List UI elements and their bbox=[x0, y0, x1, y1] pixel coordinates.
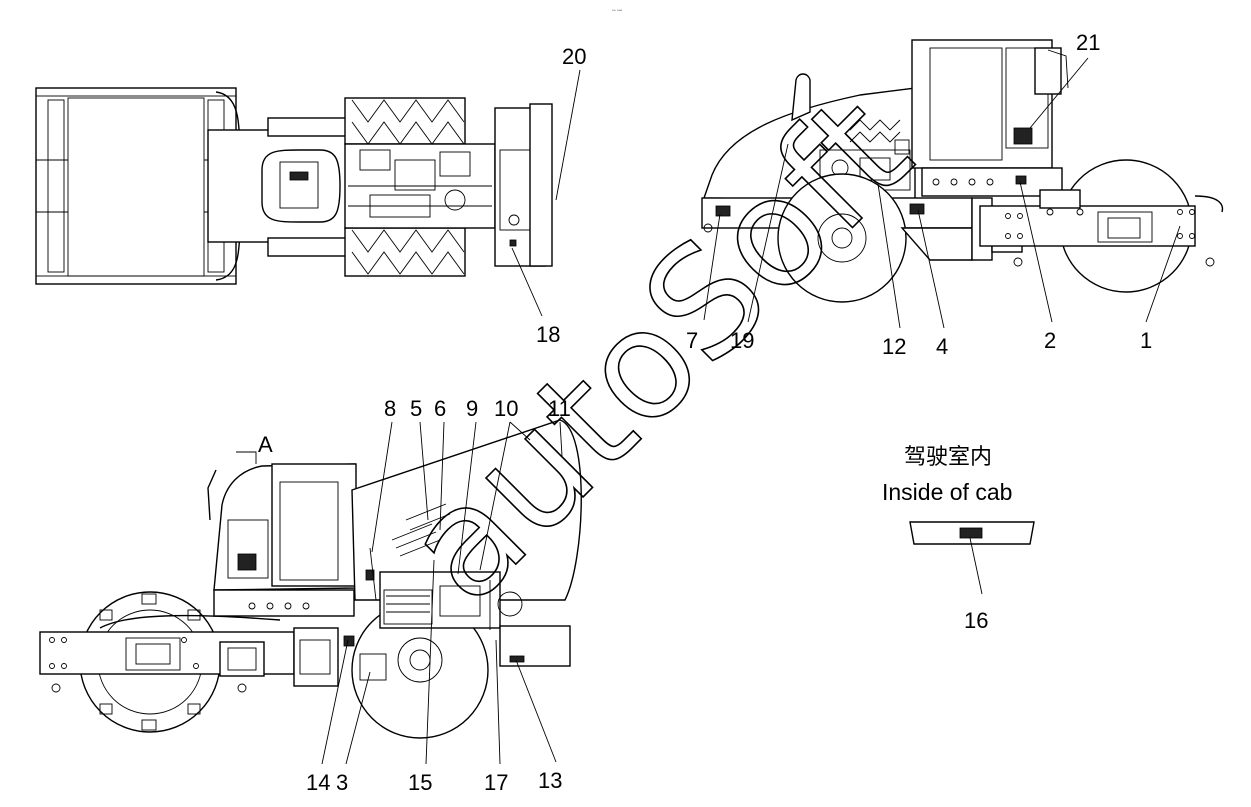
cab-title-cn: 驾驶室内 bbox=[904, 445, 992, 470]
callout-13: 13 bbox=[538, 768, 562, 793]
callout-2: 2 bbox=[1044, 328, 1056, 353]
callout-19: 19 bbox=[730, 328, 754, 353]
callout-7: 7 bbox=[686, 328, 698, 353]
tiny-header-mark: ▫▫ ▫▫▫ bbox=[612, 8, 622, 14]
callout-20: 20 bbox=[562, 44, 586, 69]
callout-6: 6 bbox=[434, 396, 446, 421]
callout-11: 11 bbox=[548, 396, 571, 421]
callout-21: 21 bbox=[1076, 30, 1100, 55]
callout-10: 10 bbox=[494, 396, 518, 421]
right-view-drawing bbox=[701, 39, 1224, 303]
callout-3: 3 bbox=[336, 770, 348, 795]
callout-5: 5 bbox=[410, 396, 422, 421]
callout-17: 17 bbox=[484, 770, 508, 795]
callout-15: 15 bbox=[408, 770, 432, 795]
callout-1: 1 bbox=[1140, 328, 1152, 353]
callout-9: 9 bbox=[466, 396, 478, 421]
top-view-drawing bbox=[35, 87, 553, 285]
cab-inset: 驾驶室内 Inside of cab 16 bbox=[882, 445, 1035, 633]
view-label-a: A bbox=[258, 432, 273, 457]
callout-16: 16 bbox=[964, 608, 988, 633]
callout-18: 18 bbox=[536, 322, 560, 347]
left-view-callouts: 8 5 6 9 10 11 14 3 15 17 13 bbox=[306, 396, 571, 795]
callout-4: 4 bbox=[936, 334, 948, 359]
top-view-callouts: 20 18 bbox=[511, 44, 586, 347]
cab-title-en: Inside of cab bbox=[882, 479, 1012, 505]
callout-12: 12 bbox=[882, 334, 906, 359]
right-view-callouts: 21 7 19 12 4 2 1 bbox=[686, 30, 1181, 359]
callout-14: 14 bbox=[306, 770, 330, 795]
left-view-drawing: A bbox=[39, 419, 582, 739]
callout-8: 8 bbox=[384, 396, 396, 421]
